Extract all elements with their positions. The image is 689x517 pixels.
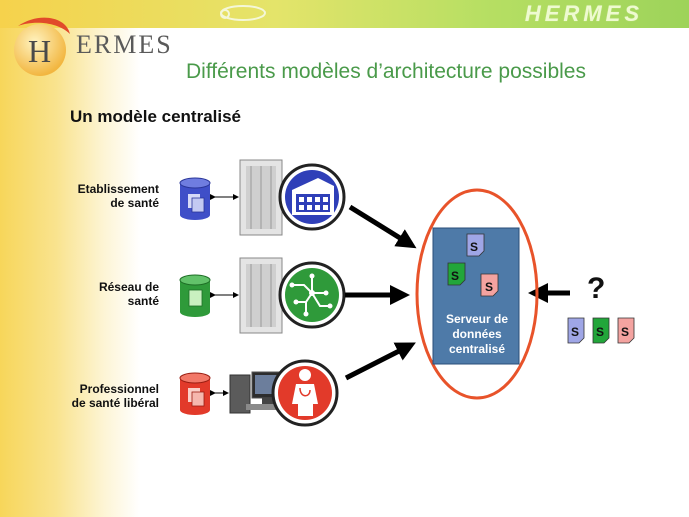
doctor-icon bbox=[271, 359, 339, 427]
document-icon-green: S bbox=[592, 317, 610, 344]
document-icon-blue: S bbox=[567, 317, 585, 344]
header-bar bbox=[0, 0, 689, 28]
svg-text:H: H bbox=[28, 33, 51, 69]
arrow-professionnel-to-server bbox=[344, 342, 416, 381]
document-icon-blue: S bbox=[466, 233, 485, 257]
server-label: Serveur de données centralisé bbox=[445, 312, 509, 356]
logo: H bbox=[8, 12, 78, 87]
document-icon-green: S bbox=[447, 262, 466, 286]
label-reseau: Réseau de santé bbox=[98, 280, 159, 308]
document-icon-pink: S bbox=[480, 273, 499, 297]
server-tower-icon bbox=[239, 159, 283, 236]
label-etablissement: Etablissement de santé bbox=[77, 182, 159, 210]
network-icon bbox=[278, 261, 346, 329]
svg-text:S: S bbox=[470, 240, 478, 254]
svg-text:S: S bbox=[451, 269, 459, 283]
page-subtitle: Un modèle centralisé bbox=[70, 107, 242, 126]
document-icon-pink: S bbox=[617, 317, 635, 344]
label-professionnel: Professionnel de santé libéral bbox=[71, 382, 159, 410]
logo-ball-icon: H bbox=[14, 17, 70, 76]
arrow-etablissement-to-server bbox=[348, 204, 417, 249]
database-icon-reseau bbox=[179, 274, 211, 317]
swoosh-icon bbox=[220, 5, 266, 21]
database-icon-etablissement bbox=[179, 177, 211, 220]
question-mark: ? bbox=[587, 272, 606, 305]
server-tower-icon bbox=[239, 257, 283, 334]
central-ellipse bbox=[415, 188, 539, 400]
brand-top: HERMES bbox=[524, 1, 643, 26]
page-title: Différents modèles d’architecture possib… bbox=[186, 60, 586, 83]
database-icon-professionnel bbox=[179, 372, 211, 415]
building-icon bbox=[278, 163, 346, 231]
svg-text:S: S bbox=[485, 280, 493, 294]
svg-text:S: S bbox=[596, 325, 604, 339]
logo-text: ERMES bbox=[76, 30, 173, 59]
background-left-gradient bbox=[0, 0, 140, 517]
svg-text:S: S bbox=[621, 325, 629, 339]
central-server-box bbox=[432, 227, 520, 365]
svg-text:S: S bbox=[571, 325, 579, 339]
